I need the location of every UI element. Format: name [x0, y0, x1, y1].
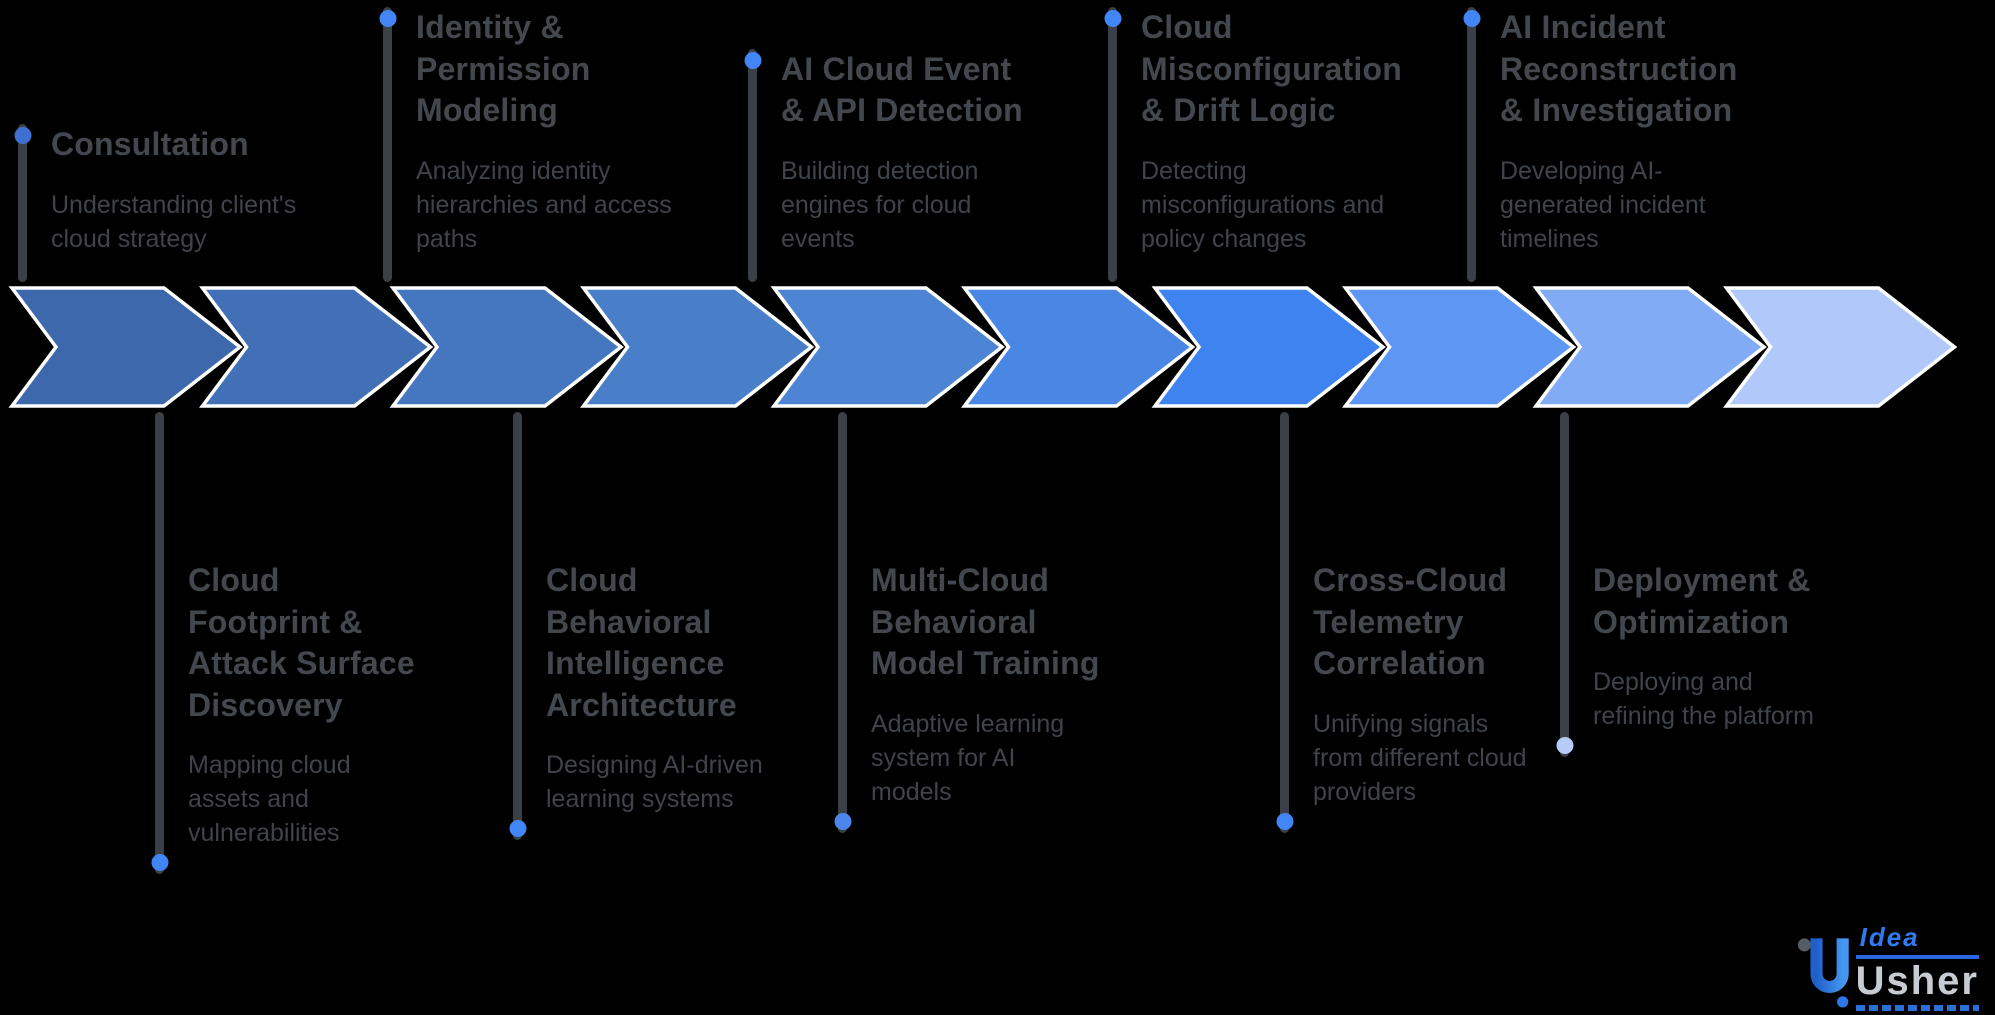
milestone-title: Cloud Behavioral Intelligence Architectu…	[546, 562, 737, 723]
connector-line	[14, 124, 31, 282]
milestone-dot	[14, 127, 31, 145]
connector-line	[1276, 412, 1293, 833]
logo-word-usher: Usher	[1855, 955, 1979, 1002]
milestone-title: Multi-Cloud Behavioral Model Training	[871, 562, 1100, 682]
connector-line	[834, 412, 851, 833]
logo-wordmark: Idea Usher	[1855, 922, 1979, 1011]
chevron-arrow-4	[580, 286, 815, 408]
milestone-text: Cloud Footprint & Attack Surface Discove…	[188, 412, 420, 874]
milestone-title: Cloud Misconfiguration & Drift Logic	[1141, 9, 1402, 129]
milestone-description: Building detection engines for cloud eve…	[781, 157, 979, 253]
milestone-dot	[379, 10, 396, 28]
chevron-arrow-9	[1532, 286, 1767, 408]
milestone-dot	[1556, 737, 1573, 755]
chevron-arrow-3	[389, 286, 624, 408]
bottom-milestones: Cloud Footprint & Attack Surface Discove…	[0, 412, 1995, 1015]
connector-line	[509, 412, 526, 841]
milestone-description: Unifying signals from different cloud pr…	[1313, 709, 1527, 806]
milestone-title: Deployment & Optimization	[1593, 562, 1811, 640]
bottom-milestone-2: Cloud Behavioral Intelligence Architectu…	[509, 412, 778, 841]
chevron-arrow-7	[1151, 286, 1386, 408]
bottom-milestone-1: Cloud Footprint & Attack Surface Discove…	[151, 412, 420, 875]
idea-usher-logo: Idea Usher	[1796, 922, 1979, 1011]
chevron-arrow-2	[199, 286, 434, 408]
chevron-arrow-1	[8, 286, 243, 408]
timeline-chevrons	[8, 286, 1958, 408]
chevron-arrow-6	[961, 286, 1196, 408]
logo-word-idea: Idea	[1859, 922, 1920, 952]
logo-tagline-bar	[1855, 1005, 1979, 1011]
milestone-dot	[1276, 812, 1293, 830]
chevron-arrow-8	[1342, 286, 1577, 408]
connector-line	[151, 412, 168, 875]
milestone-description: Understanding client's cloud strategy	[51, 191, 297, 253]
connector-line	[1556, 412, 1573, 758]
milestone-title: Cloud Footprint & Attack Surface Discove…	[188, 562, 415, 723]
milestone-text: Cloud Behavioral Intelligence Architectu…	[546, 412, 778, 840]
milestone-dot	[1104, 10, 1121, 28]
milestone-dot	[744, 51, 761, 69]
milestone-title: Cross-Cloud Telemetry Correlation	[1313, 562, 1508, 682]
milestone-title: AI Cloud Event & API Detection	[781, 50, 1023, 129]
milestone-description: Adaptive learning system for AI models	[871, 709, 1065, 806]
milestone-title: Consultation	[51, 126, 249, 163]
milestone-description: Deploying and refining the platform	[1593, 668, 1814, 731]
connector-line	[1463, 7, 1480, 282]
logo-u-icon	[1797, 938, 1849, 1008]
milestone-title: Identity & Permission Modeling	[416, 9, 591, 129]
connector-line	[744, 48, 761, 282]
milestone-title: AI Incident Reconstruction & Investigati…	[1500, 9, 1738, 129]
milestone-description: Mapping cloud assets and vulnerabilities	[188, 751, 351, 848]
milestone-dot	[834, 812, 851, 830]
milestone-description: Analyzing identity hierarchies and acces…	[416, 157, 672, 253]
milestone-description: Developing AI-generated incident timelin…	[1500, 157, 1706, 253]
chevron-arrow-5	[770, 286, 1005, 408]
milestone-dot	[509, 820, 526, 838]
milestone-dot	[151, 854, 168, 872]
milestone-dot	[1463, 10, 1480, 28]
connector-line	[1104, 7, 1121, 282]
connector-line	[379, 7, 396, 282]
chevron-arrow-10	[1723, 286, 1958, 408]
milestone-description: Designing AI-driven learning systems	[546, 751, 763, 814]
milestone-text: AI Incident Reconstruction & Investigati…	[1500, 7, 1758, 282]
top-milestone-5: AI Incident Reconstruction & Investigati…	[1463, 7, 1758, 282]
milestone-description: Detecting misconfigurations and policy c…	[1141, 157, 1385, 253]
